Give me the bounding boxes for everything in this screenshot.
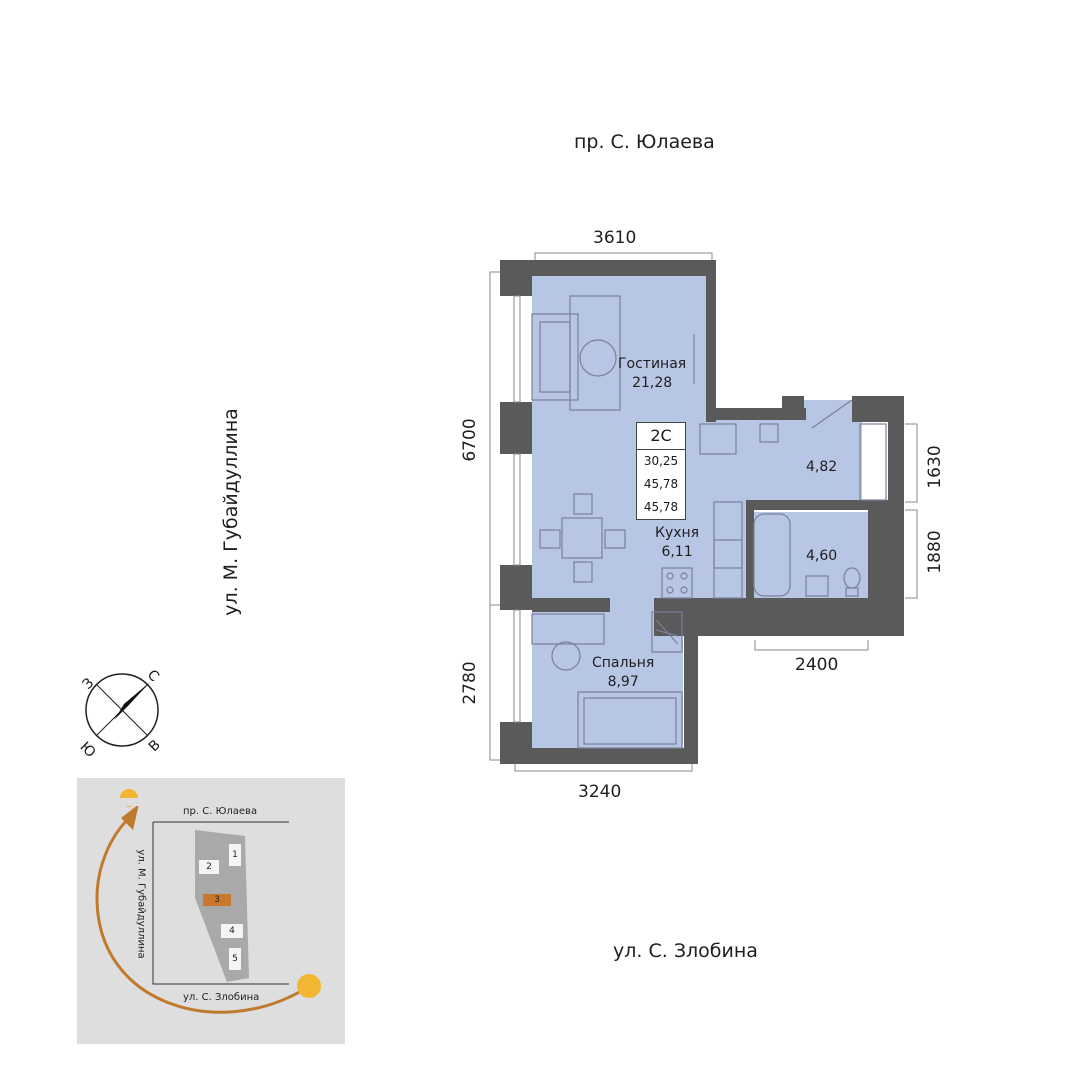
apartment-type: 2С (637, 423, 685, 450)
total-area: 45,78 (643, 477, 679, 491)
room-bathroom-area: 4,82 (806, 459, 838, 475)
floor-fills (532, 276, 870, 748)
dimension-lines (489, 252, 918, 772)
room-kitchen: Кухня 6,11 (655, 524, 699, 562)
room-kitchen-area: 6,11 (661, 544, 693, 560)
arrow-head-icon (121, 804, 139, 830)
dim-left-height: 6700 (460, 418, 480, 462)
walls (500, 260, 904, 764)
room-bedroom-name: Спальня (592, 655, 655, 671)
room-living-area: 21,28 (632, 375, 673, 391)
room-toilet-area: 4,60 (806, 548, 838, 564)
dim-left-bottom: 2780 (460, 661, 480, 705)
sun-path-arrow (95, 816, 304, 1014)
room-bedroom-area: 8,97 (607, 674, 639, 690)
dim-top-width: 3610 (593, 228, 637, 248)
windows (513, 295, 521, 723)
minimap-building-5: 5 (229, 948, 241, 970)
minimap-building-3-highlighted: 3 (203, 894, 231, 906)
total-area-2: 45,78 (643, 500, 679, 514)
dim-right-top: 1630 (925, 445, 945, 489)
living-area: 30,25 (643, 454, 679, 468)
room-kitchen-name: Кухня (655, 525, 700, 541)
compass-needle-icon (118, 682, 150, 714)
room-bedroom: Спальня 8,97 (592, 654, 654, 692)
site-minimap: пр. С. Юлаева ул. С. Злобина ул. М. Губа… (77, 778, 345, 1044)
compass (85, 673, 159, 747)
minimap-top-street: пр. С. Юлаева (183, 806, 258, 817)
compass-circle (85, 673, 159, 747)
dim-bottom-width: 3240 (578, 782, 622, 802)
street-top-label: пр. С. Юлаева (574, 131, 715, 153)
minimap-bottom-street: ул. С. Злобина (183, 992, 260, 1003)
minimap-left-street: ул. М. Губайдуллина (135, 849, 147, 959)
dim-right-width: 2400 (795, 655, 839, 675)
minimap-building-4: 4 (221, 924, 243, 938)
apartment-info-box: 2С 30,25 45,78 45,78 (636, 422, 686, 520)
room-living-name: Гостиная (618, 356, 687, 372)
furniture (531, 295, 887, 749)
dim-right-bottom: 1880 (925, 530, 945, 574)
street-bottom-label: ул. С. Злобина (613, 940, 758, 962)
room-living: Гостиная 21,28 (618, 355, 686, 393)
minimap-building-1: 1 (229, 844, 241, 866)
minimap-building-2: 2 (199, 860, 219, 874)
sunset-icon (297, 974, 321, 998)
